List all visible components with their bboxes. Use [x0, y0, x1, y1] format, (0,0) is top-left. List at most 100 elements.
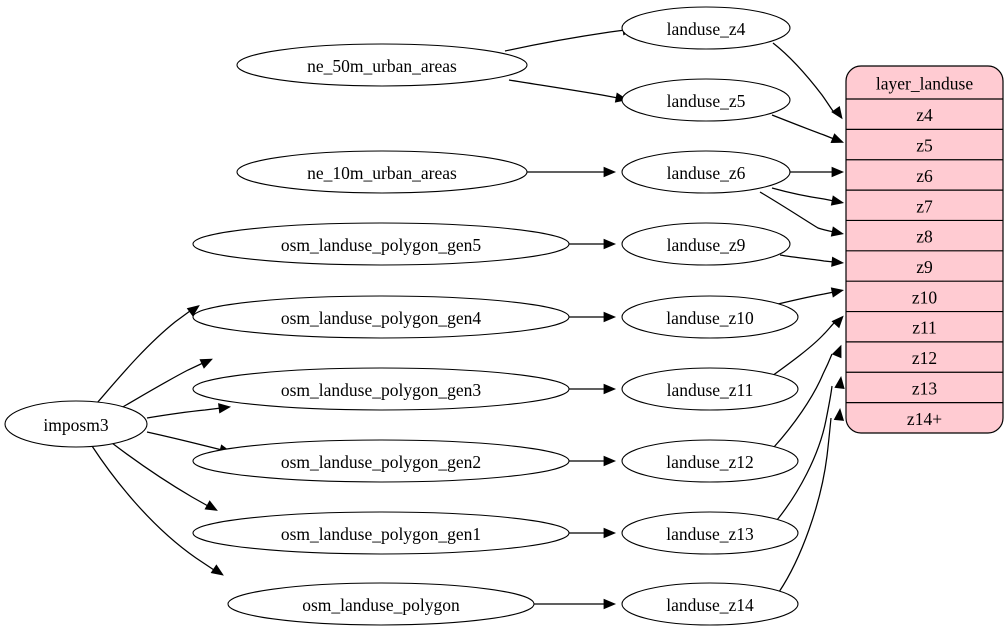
- node-landuse_z4-shape: [621, 6, 791, 50]
- node-landuse_z6[interactable]: landuse_z6: [621, 150, 791, 194]
- node-ne_10m_urban_areas[interactable]: ne_10m_urban_areas: [236, 150, 528, 194]
- arrowhead-layer_landuse-z8: [830, 226, 845, 237]
- arrowhead-layer_landuse-z4: [831, 106, 843, 120]
- arrowhead-landuse_z10: [603, 311, 617, 323]
- node-landuse_z12[interactable]: landuse_z12: [621, 439, 799, 483]
- arrow-triangle: [199, 358, 213, 369]
- node-landuse_z9-label: landuse_z9: [667, 235, 746, 255]
- node-landuse_z4[interactable]: landuse_z4: [621, 6, 791, 50]
- node-osm_landuse_polygon_gen5-shape: [192, 222, 570, 266]
- arrow-triangle: [204, 500, 218, 511]
- node-landuse_z11-label: landuse_z11: [667, 380, 754, 400]
- arrow-triangle: [603, 455, 617, 467]
- layer-landuse-table[interactable]: layer_landuse z4 z5 z6 z7 z8 z9 z10 z11 z12 z13 z14…: [845, 65, 1004, 434]
- edge-landuse_z10-to-layer_landuse-z10: [777, 291, 835, 305]
- layer-landuse-row-z11[interactable]: z11: [912, 318, 937, 338]
- edge-layer: [91, 29, 835, 605]
- node-landuse_z14-shape: [621, 582, 799, 626]
- arrow-triangle: [218, 403, 232, 414]
- arrow-triangle: [831, 344, 842, 359]
- arrow-triangle: [831, 166, 845, 178]
- arrow-triangle: [210, 564, 224, 576]
- arrowhead-layer_landuse-z5: [830, 133, 844, 143]
- edge-imposm3-to-osm_landuse_polygon_gen2: [146, 431, 223, 451]
- arrowhead-landuse_z6: [603, 166, 617, 178]
- node-landuse_z14-label: landuse_z14: [666, 595, 754, 615]
- node-ne_50m_urban_areas[interactable]: ne_50m_urban_areas: [236, 43, 528, 87]
- edge-landuse_z5-to-layer_landuse-z5: [771, 114, 835, 140]
- node-landuse_z4-label: landuse_z4: [667, 19, 746, 39]
- layer-landuse-row-z10[interactable]: z10: [912, 287, 938, 307]
- arrowhead-osm_landuse_polygon_gen3: [218, 403, 232, 414]
- node-landuse_z11[interactable]: landuse_z11: [621, 367, 799, 411]
- layer-landuse-row-z8[interactable]: z8: [916, 227, 933, 247]
- edge-landuse_z6-to-layer_landuse-z8: [759, 191, 835, 233]
- arrow-triangle: [603, 598, 617, 610]
- node-osm_landuse_polygon_gen5-label: osm_landuse_polygon_gen5: [281, 235, 482, 255]
- node-landuse_z13-shape: [621, 511, 799, 555]
- edge-landuse_z14-to-layer_landuse-z14: [778, 417, 832, 593]
- layer-landuse-row-z13[interactable]: z13: [912, 378, 938, 398]
- node-osm_landuse_polygon_gen1-label: osm_landuse_polygon_gen1: [281, 524, 481, 544]
- node-osm_landuse_polygon-shape: [227, 582, 535, 626]
- arrow-triangle: [830, 195, 845, 206]
- layer-landuse-row-z6[interactable]: z6: [916, 166, 933, 186]
- node-osm_landuse_polygon_gen5[interactable]: osm_landuse_polygon_gen5: [192, 222, 570, 266]
- arrow-triangle: [603, 527, 617, 539]
- arrow-triangle: [834, 376, 845, 390]
- arrow-triangle: [603, 383, 617, 395]
- arrowhead-osm_landuse_polygon_gen1: [204, 500, 218, 511]
- node-ne_10m_urban_areas-label: ne_10m_urban_areas: [307, 163, 457, 183]
- layer-landuse-row-z4[interactable]: z4: [916, 105, 933, 125]
- layer-landuse-header-label: layer_landuse: [876, 74, 973, 94]
- edge-imposm3-to-osm_landuse_polygon: [91, 445, 215, 571]
- node-landuse_z9[interactable]: landuse_z9: [621, 222, 791, 266]
- arrowhead-layer_landuse-z14: [833, 408, 845, 421]
- node-landuse_z14[interactable]: landuse_z14: [621, 582, 799, 626]
- node-landuse_z12-shape: [621, 439, 799, 483]
- layer-landuse-body: [845, 65, 1004, 434]
- node-landuse_z5[interactable]: landuse_z5: [621, 78, 791, 122]
- node-landuse_z12-label: landuse_z12: [666, 452, 753, 472]
- arrow-triangle: [831, 315, 844, 329]
- arrowhead-osm_landuse_polygon: [210, 564, 224, 576]
- node-imposm3-shape: [4, 400, 148, 448]
- node-osm_landuse_polygon[interactable]: osm_landuse_polygon: [227, 582, 535, 626]
- node-osm_landuse_polygon_gen1-shape: [192, 511, 570, 555]
- layer-landuse-row-z9[interactable]: z9: [916, 257, 933, 277]
- edge-ne_50m_urban_areas-to-landuse_z4: [504, 29, 626, 52]
- node-landuse_z13-label: landuse_z13: [666, 524, 754, 544]
- layer-landuse-row-z7[interactable]: z7: [916, 196, 933, 216]
- node-landuse_z10-label: landuse_z10: [666, 308, 754, 328]
- node-landuse_z6-shape: [621, 150, 791, 194]
- node-landuse_z5-label: landuse_z5: [667, 91, 746, 111]
- arrowhead-layer_landuse-z7: [830, 195, 845, 206]
- layer-landuse-row-z5[interactable]: z5: [916, 136, 933, 156]
- node-imposm3[interactable]: imposm3: [4, 400, 148, 448]
- edge-landuse_z11-to-layer_landuse-z11: [771, 322, 835, 377]
- node-osm_landuse_polygon-label: osm_landuse_polygon: [302, 595, 460, 615]
- edge-landuse_z12-to-layer_landuse-z12: [773, 353, 833, 448]
- node-ne_50m_urban_areas-label: ne_50m_urban_areas: [307, 56, 457, 76]
- arrowhead-layer_landuse-z6: [831, 166, 845, 178]
- arrow-triangle: [830, 133, 844, 143]
- node-landuse_z5-shape: [621, 78, 791, 122]
- edge-imposm3-to-osm_landuse_polygon_gen3: [146, 407, 222, 419]
- node-landuse_z10[interactable]: landuse_z10: [621, 295, 799, 339]
- node-landuse_z13[interactable]: landuse_z13: [621, 511, 799, 555]
- node-landuse_z10-shape: [621, 295, 799, 339]
- edge-ne_50m_urban_areas-to-landuse_z5: [508, 79, 619, 99]
- node-osm_landuse_polygon_gen3[interactable]: osm_landuse_polygon_gen3: [192, 367, 570, 411]
- arrowhead-layer_landuse-z11: [831, 315, 844, 329]
- node-osm_landuse_polygon_gen1[interactable]: osm_landuse_polygon_gen1: [192, 511, 570, 555]
- node-osm_landuse_polygon_gen2[interactable]: osm_landuse_polygon_gen2: [192, 439, 570, 483]
- arrow-triangle: [603, 238, 617, 250]
- arrowhead-landuse_z9: [603, 238, 617, 250]
- layer-landuse-row-z14+[interactable]: z14+: [907, 409, 942, 429]
- node-osm_landuse_polygon_gen4[interactable]: osm_landuse_polygon_gen4: [192, 295, 570, 339]
- layer-landuse-row-z12[interactable]: z12: [912, 348, 937, 368]
- arrowhead-layer_landuse-z13: [834, 376, 845, 390]
- edge-landuse_z9-to-layer_landuse-z9: [779, 254, 835, 263]
- arrowhead-landuse_z12: [603, 455, 617, 467]
